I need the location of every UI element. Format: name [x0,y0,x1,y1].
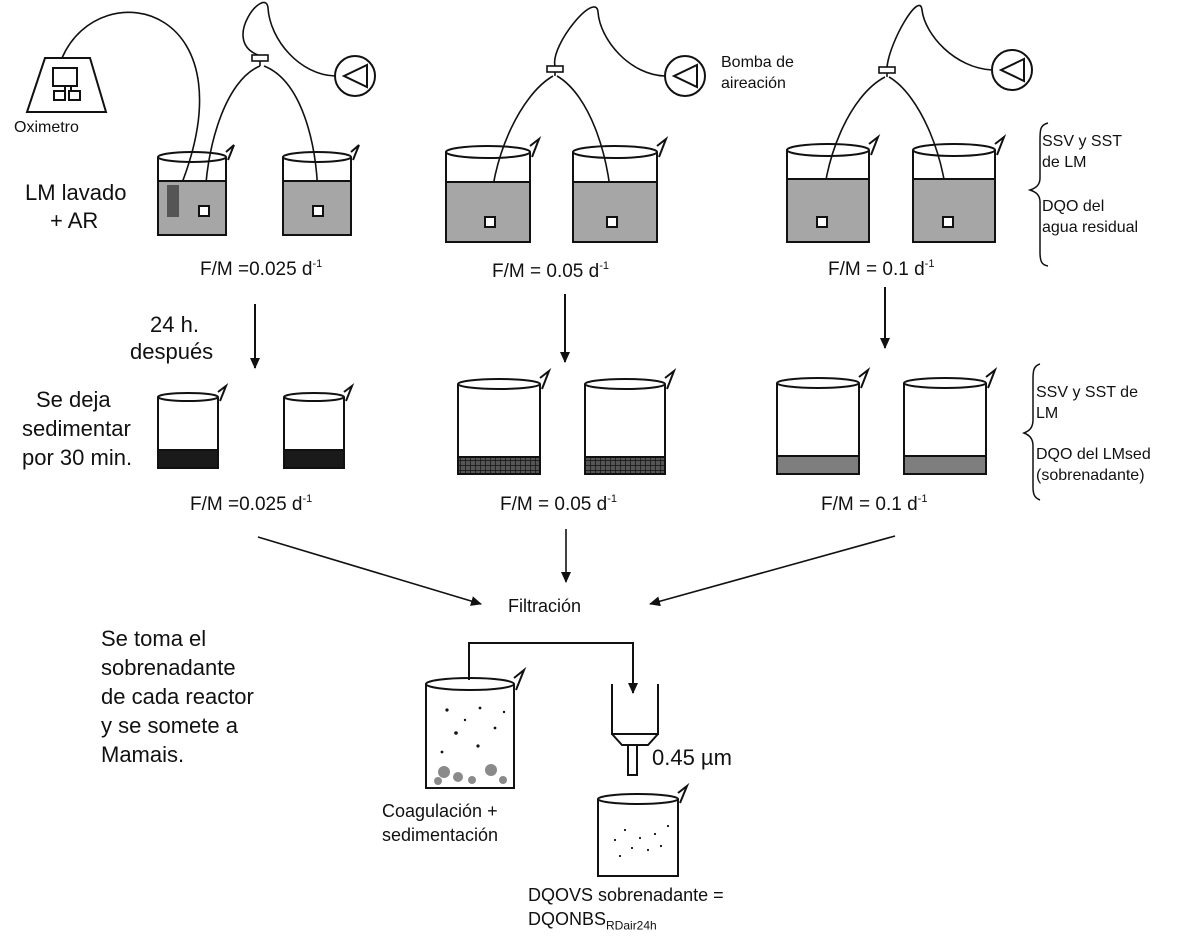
beaker [912,133,1007,243]
fm-ratio-label: F/M = 0.05 d-1 [492,260,609,283]
note-mid-line2: LM [1036,405,1059,422]
beaker-settled [457,367,552,475]
beaker-settled [157,383,229,469]
fm-ratio-label: F/M = 0.1 d-1 [821,493,927,516]
note-top-line2: de LM [1042,154,1087,171]
wait-label-line2: después [130,339,214,364]
result-formula-line1: DQOVS sobrenadante = [528,885,724,905]
fm-unit: d [301,259,313,280]
tube-connector-icon [251,54,896,77]
settle-label-line3: por 30 min. [22,445,133,470]
mamais-note-line4: y se somete a [101,713,238,738]
filter-funnel [611,684,659,776]
fm-prefix: F/M = [828,259,878,280]
fm-value: 0.1 [875,494,902,515]
note-top-line3: DQO del [1042,198,1105,215]
beaker-settled [584,367,677,475]
coagulation-label-line1: Coagulación + [382,801,498,821]
collection-beaker [597,782,690,877]
beaker-settled [283,383,355,469]
result-formula-line2: DQONBSRDair24h [528,908,657,934]
fm-ratio-label: F/M =0.025 d-1 [190,493,312,516]
mamais-note-line1: Se toma el [101,626,207,651]
fm-value: 0.025 [239,494,287,515]
bracket [1021,122,1049,501]
note-mid-line1: SSV y SST de [1036,384,1138,401]
flow-arrow [250,287,890,369]
settle-label-line1: Se deja [36,387,111,412]
beaker-lm-probe [157,144,235,236]
mamais-note-line2: sobrenadante [101,655,236,680]
air-pump-icon [334,55,376,97]
fm-ratio-label: F/M = 0.1 d-1 [828,258,934,281]
result-subscript: RDair24h [606,918,657,933]
fm-value: 0.1 [882,259,909,280]
beaker-settled [776,366,871,475]
fm-ratio-label: F/M =0.025 d-1 [200,258,322,281]
settle-label-line2: sedimentar [22,416,131,441]
fm-value: 0.025 [249,259,297,280]
fm-ratio-label: F/M = 0.05 d-1 [500,493,617,516]
filter-pore-size: 0.45 µm [652,745,732,770]
beaker-settled [903,366,998,475]
fm-unit: d [914,259,925,280]
fm-unit: d [907,494,918,515]
note-mid-line4: (sobrenadante) [1036,467,1145,484]
beaker [282,144,360,236]
fm-prefix: F/M = [200,259,250,280]
fm-unit-exp: -1 [312,258,323,270]
fm-prefix: F/M = [500,494,550,515]
air-pump-icon [991,49,1033,91]
fm-value: 0.05 [546,261,584,282]
fm-unit: d [291,494,303,515]
fm-prefix: F/M = [492,261,542,282]
coagulation-label-line2: sedimentación [382,825,499,845]
filtration-connector [468,642,634,691]
flow-arrow [257,529,896,607]
oximeter-icon [25,57,108,113]
mamais-note-line5: Mamais. [101,742,185,767]
lm-lavado-label-line2: + AR [50,208,99,233]
mamais-note-line3: de cada reactor [101,684,254,709]
fm-unit-exp: -1 [599,260,609,272]
beaker [445,135,542,243]
fm-unit: d [588,261,600,282]
air-pump-label-line1: Bomba de [721,54,794,71]
fm-prefix: F/M = [190,494,240,515]
note-top-line1: SSV y SST [1042,133,1123,150]
result-main: DQONBS [528,909,607,929]
fm-prefix: F/M = [821,494,871,515]
note-mid-line3: DQO del LMsed [1036,446,1151,463]
beaker [572,135,669,243]
filtration-label: Filtración [508,596,582,616]
coagulation-beaker [425,666,527,789]
beaker [786,133,881,243]
wait-label-line1: 24 h. [150,312,199,337]
fm-unit-exp: -1 [917,493,928,505]
note-top-line4: agua residual [1042,219,1139,236]
fm-unit-exp: -1 [302,493,313,505]
air-pump-label-line2: aireación [721,75,786,92]
fm-unit-exp: -1 [924,258,935,270]
oximeter-label: Oximetro [14,119,79,136]
fm-value: 0.05 [554,494,592,515]
fm-unit: d [596,494,608,515]
fm-unit-exp: -1 [607,493,617,505]
lm-lavado-label-line1: LM lavado [25,180,127,205]
air-pump-icon [664,55,706,97]
